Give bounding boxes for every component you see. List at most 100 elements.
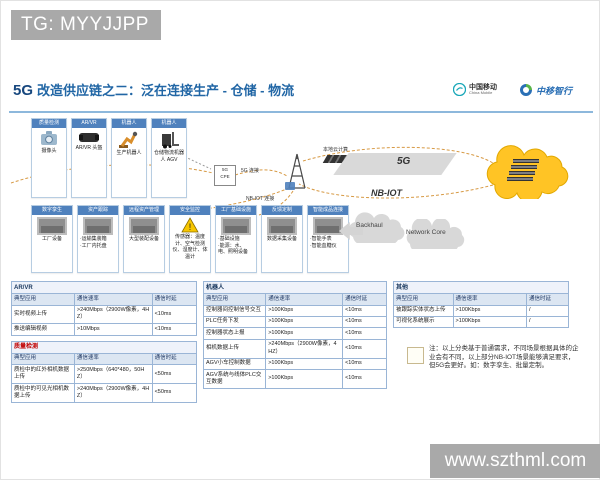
table-panel-arvr-quality: AR/VR 典型应用 通信速率通信时延 实时视频上传>240Mbps（2900W像素，… [11,280,198,408]
table-cell: 控制器间控制信号交互 [202,304,267,317]
device-label: ·能源：水、电、照明设备 [218,242,249,256]
vr-headset-icon [72,128,106,145]
table-panel-other: 其他典型应用通信速率通信时延被跟踪实体状态上传>100Kbps/可视化系统展示>… [393,280,569,333]
table-cell: >100Kbps [265,357,344,371]
table-cell: >100Kbps [452,315,527,329]
device-box: 工厂基础设施·基础设施·能源：水、电、照明设备 [215,205,257,273]
table-row: 控制器状态上报>100Kbps<10ms [202,327,387,340]
forklift-icon [152,128,186,150]
table-cell: / [526,304,569,317]
table-cell: >10Mbps [73,323,153,336]
table-row: AGV小车控制数据>100Kbps<10ms [202,357,387,371]
table-cell: >100Kbps [265,315,344,329]
table-cell: 实时视频上传 [11,304,75,325]
device-box: 资产跟踪·运输集装箱·工厂内托盘 [77,205,119,273]
machinery-photo [124,215,164,236]
device-label: 数据采集设备 [266,236,297,242]
cpe-box: 5G CPE [214,165,236,186]
column-header: 通信速率 [73,293,153,306]
device-box: 远程资产管理大型装配设备 [123,205,165,273]
table-cell: <10ms [342,369,387,389]
table-cell: <10ms [151,304,198,325]
label-5g-band: 5G [397,156,411,167]
device-box-header: 远程资产管理 [124,206,164,215]
device-label: AR/VR 头盔 [75,145,103,151]
device-box: 机器人生产机器人 [111,118,147,198]
column-header: 通信时延 [151,352,198,366]
label-nbiot: NB-IOT [371,188,402,198]
table-cell: <10ms [342,315,387,329]
table-row: 被跟踪实体状态上传>100Kbps/ [393,304,569,317]
table-row: 质检中的可见光相机数据上传>240Mbps（2900W像素，4HZ）<50ms [11,383,198,403]
device-label: 大型装配设备 [128,236,159,242]
table-cell: AGV系统与线体PLC交互数据 [202,369,267,389]
containers-photo [78,215,118,236]
network-core-cloud-icon [393,219,479,249]
robot-arm-icon [112,128,146,150]
column-header: 通信时延 [342,293,387,306]
table-cell: >100Kbps [452,304,527,317]
infrastructure-photo [216,215,256,236]
device-label: 摄像头 [41,148,57,154]
device-box-header: 智能成品连接 [308,206,348,215]
device-box: 智能成品连接·智能手表·智能血糖仪 [307,205,349,273]
device-box-header: 资产跟踪 [78,206,118,215]
table-cell: <10ms [342,304,387,317]
table-row: 实时视频上传>240Mbps（2900W像素，4HZ）<10ms [11,304,198,325]
table-row: AGV系统与线体PLC交互数据>100Kbps<10ms [202,369,387,389]
column-header: 通信时延 [526,293,569,306]
title-text: 改造供应链之二：泛在连接生产 - 仓储 - 物流 [37,83,295,98]
table-cell: >240Mbps（2900W像素，4HZ） [73,304,153,325]
column-header: 典型应用 [202,293,267,306]
base-station-tower-icon [284,152,310,192]
note-text: 注：以上分类基于普通需求，不同场景根据具体的企业会有不同，以上部分NB-IOT场… [429,345,579,369]
column-header: 通信速率 [265,293,344,306]
table-cell: >100Kbps [265,327,344,340]
camera-icon [32,128,66,148]
table-row: PLC任务下发>100Kbps<10ms [202,315,387,329]
table-cell: >250Mbps（640*480，50HZ） [73,364,153,385]
device-label: ·工厂内托盘 [80,242,107,249]
title-5g: 5G [13,82,34,99]
table-row: 质检中的红外相机数据上传>250Mbps（640*480，50HZ）<50ms [11,364,198,385]
table-cell: 质检中的可见光相机数据上传 [11,383,75,403]
device-box: 数字孪生工厂设备 [31,205,73,273]
backhaul-cloud-icon [337,211,415,243]
device-row-connected-assets: 数字孪生工厂设备资产跟踪·运输集装箱·工厂内托盘远程资产管理大型装配设备安全监控… [31,205,349,273]
device-box-header: 数字孪生 [32,206,72,215]
table-group-title: 质量检测 [11,340,197,354]
column-header: 典型应用 [11,352,75,366]
device-label: 仓储物流机器人 AGV [154,150,185,163]
watermark-top-banner: TG: MYYJJPP [11,10,161,40]
china-mobile-logo: 中国移动 China Mobile [453,83,497,96]
label-local-cloud: 本地云计算 [323,147,349,153]
spec-table: 质量检测典型应用通信速率通信时延质检中的红外相机数据上传>250Mbps（640… [11,340,198,403]
table-cell: <10ms [342,338,387,359]
table-cell: 可视化系统展示 [393,315,454,329]
table-cell: <10ms [342,327,387,340]
device-box-header: 机器人 [152,119,186,128]
table-group-title: AR/VR [11,280,197,295]
device-box: 质量检测摄像头 [31,118,67,198]
table-group-title: 其他 [393,280,569,295]
device-box-header: 机器人 [112,119,146,128]
cpe-line2: CPE [220,174,230,180]
device-label: 工厂设备 [41,236,62,242]
table-cell: <50ms [151,383,198,403]
device-label: ·基础设施 [218,236,240,242]
device-label: 生产机器人 [116,150,142,156]
device-box-header: 质量检测 [32,119,66,128]
table-cell: 推送编辑视频 [11,323,75,336]
watermark-bottom-banner: www.szthml.com [430,444,600,478]
warning-icon: ! [170,215,210,234]
column-header: 通信速率 [452,293,527,306]
table-cell: 被跟踪实体状态上传 [393,304,454,317]
spec-table: 其他典型应用通信速率通信时延被跟踪实体状态上传>100Kbps/可视化系统展示>… [393,280,569,329]
label-nbiot-connection: NB-IOT 连接 [246,196,275,202]
table-group-title: 机器人 [203,280,387,295]
